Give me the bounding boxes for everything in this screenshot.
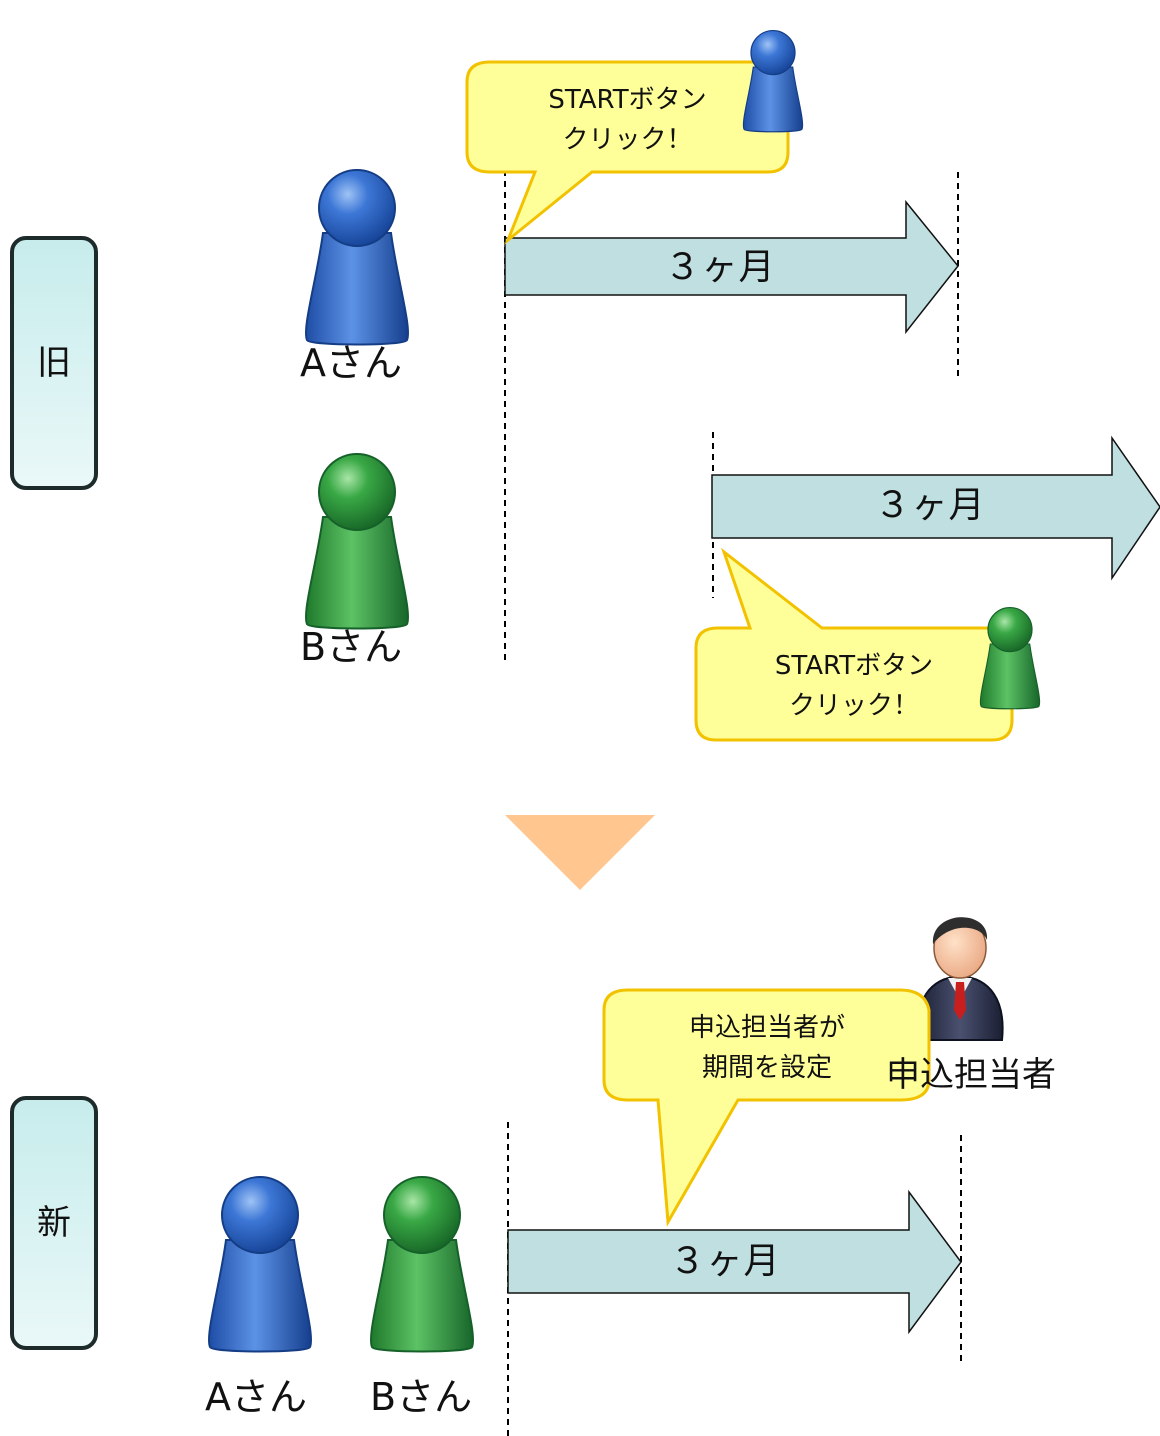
down-triangle-icon [505, 815, 655, 890]
bubble-new-line1: 申込担当者が [688, 1013, 845, 1043]
old-side-box [10, 236, 98, 490]
period-label-a: ３ヶ月 [664, 247, 776, 288]
pawn-blue-icon [304, 169, 410, 346]
period-arrow-a [504, 199, 959, 335]
bubble-b-line2: クリック！ [788, 691, 919, 721]
bubble-b-text: STARTボタン クリック！ [700, 646, 1008, 726]
bubble-b-line1: STARTボタン [774, 651, 934, 681]
period-label-new: ３ヶ月 [669, 1241, 781, 1282]
manager-label: 申込担当者 [886, 1055, 1056, 1095]
bubble-a-line2: クリック！ [562, 125, 693, 155]
pawn-blue-icon [207, 1176, 313, 1353]
new-side-box [10, 1096, 98, 1350]
period-label-b: ３ヶ月 [874, 485, 986, 526]
pawn-green-icon [304, 453, 410, 630]
new-section-label: 新 [37, 1203, 71, 1243]
speech-bubble-new [602, 988, 931, 1227]
person-a-name: Aさん [300, 341, 402, 385]
period-arrow-new [507, 1189, 962, 1335]
bubble-new-text: 申込担当者が 期間を設定 [608, 1008, 926, 1088]
old-section-label: 旧 [37, 343, 71, 383]
bubble-a-line1: STARTボタン [548, 85, 707, 115]
bubble-new-line2: 期間を設定 [701, 1053, 832, 1083]
person-b-name: Bさん [300, 625, 403, 669]
businessman-icon [916, 917, 1004, 1041]
period-arrow-b [711, 435, 1160, 581]
new-person-b-name: Bさん [370, 1375, 473, 1419]
pawn-green-icon [369, 1176, 475, 1353]
bubble-a-text: STARTボタン クリック！ [470, 80, 785, 160]
new-person-a-name: Aさん [205, 1375, 307, 1419]
